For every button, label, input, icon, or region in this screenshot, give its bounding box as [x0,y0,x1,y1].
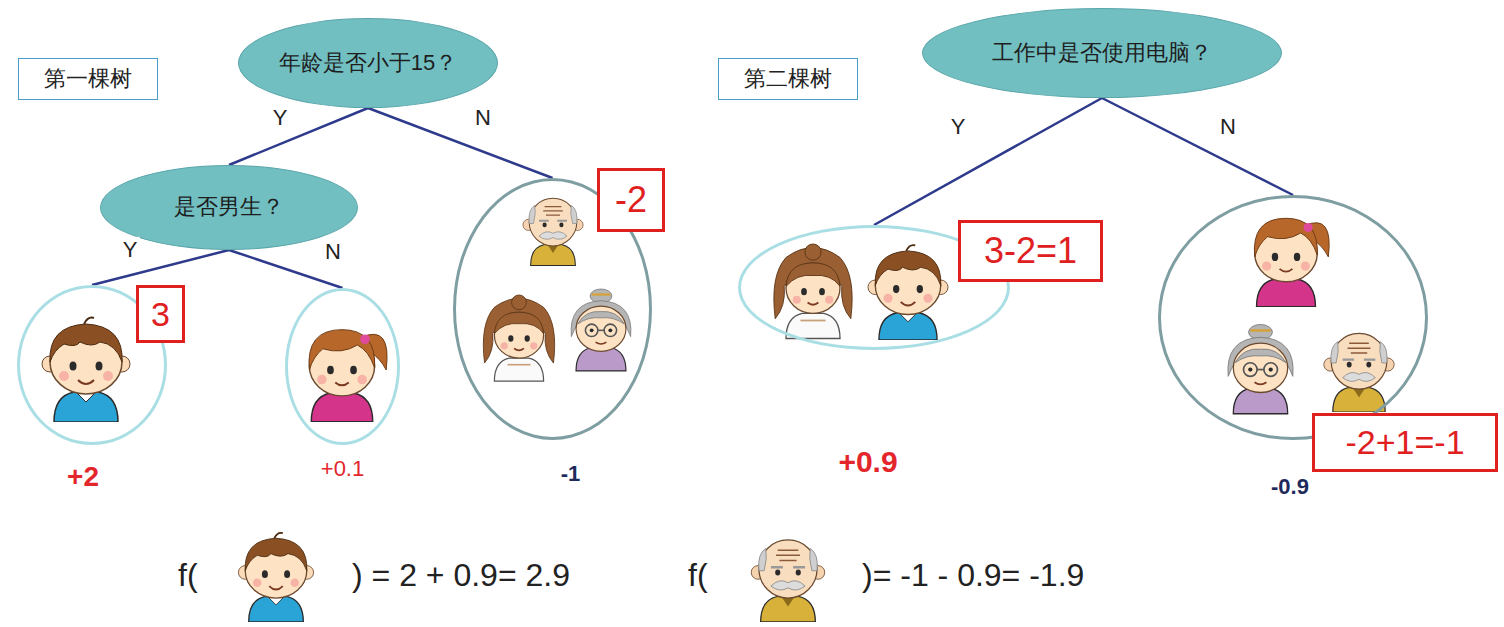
callout-box: -2+1=-1 [1312,413,1498,472]
leaf-value: +0.9 [838,444,897,480]
callout-box: 3 [136,285,185,343]
tree-title-box: 第二棵树 [718,58,858,100]
callout-box: 3-2=1 [958,220,1103,282]
branch-label: N [473,105,493,131]
branch-label: N [323,239,343,265]
tree-branch [874,98,1102,225]
tree-branch [1102,98,1293,195]
branch-label: Y [121,237,140,263]
node-text: 年龄是否小于15？ [279,50,457,76]
tree-branch [229,108,368,165]
grandma-figure [1228,325,1293,414]
formula-text: f( [688,556,708,594]
tree-branch [368,108,553,178]
grandpa-figure [1324,333,1394,412]
decision-ellipse: 工作中是否使用电脑？ [922,8,1282,98]
leaf-value: +2 [67,460,99,494]
grandpa-icon [751,540,824,622]
leaf-value: +0.1 [321,456,364,482]
leaf-value: -1 [561,461,581,487]
grandpa-figure [523,198,583,265]
mother-figure [483,295,554,381]
boy-icon [238,533,313,622]
formula-text: )= -1 - 0.9= -1.9 [862,556,1084,594]
callout-number: -2 [615,178,647,221]
callout-number: -2+1=-1 [1345,422,1464,463]
girl-figure [309,330,387,422]
decision-ellipse: 年龄是否小于15？ [238,18,498,108]
boy-figure [868,245,948,340]
leaf-circle: +0.1 [285,288,400,445]
node-text: 是否男生？ [174,194,284,220]
callout-number: 3-2=1 [984,229,1077,272]
mother-figure [774,244,852,339]
girl-figure [1254,218,1329,306]
grandma-figure [571,289,631,371]
leaf-value: -0.9 [1271,474,1309,500]
tree-branch [92,250,229,285]
formula-text: f( [178,556,198,594]
leaf-circle: -0.9 [1158,195,1428,440]
branch-label: Y [271,105,290,131]
node-text: 工作中是否使用电脑？ [992,40,1212,66]
callout-number: 3 [151,294,170,335]
branch-label: N [1218,114,1238,140]
formula-text: ) = 2 + 0.9= 2.9 [352,556,570,594]
node-text: 第一棵树 [44,66,132,92]
tree-title-box: 第一棵树 [18,58,158,100]
callout-box: -2 [597,168,665,232]
boy-figure [42,318,130,422]
node-text: 第二棵树 [744,66,832,92]
branch-label: Y [949,114,968,140]
